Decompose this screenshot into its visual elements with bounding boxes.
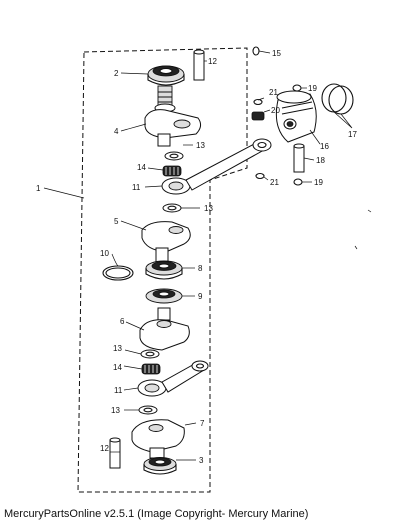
callout-5: 5: [114, 217, 119, 226]
thrust-washer-top: [253, 98, 263, 106]
o-ring: [102, 265, 134, 281]
callout-14-top: 14: [137, 163, 146, 172]
decor-mark-a: [367, 209, 372, 213]
callout-15: 15: [272, 49, 281, 58]
callout-1: 1: [36, 184, 41, 193]
needle-bearing-top: [162, 165, 182, 177]
crankshaft-web-middle: [141, 221, 191, 263]
crankshaft-bottom-section: [131, 419, 185, 459]
callout-2: 2: [114, 69, 119, 78]
piston-pin: [293, 143, 305, 173]
roller-pin-top: [193, 49, 205, 81]
callout-7: 7: [200, 419, 205, 428]
callout-8: 8: [198, 264, 203, 273]
image-caption: MercuryPartsOnline v2.5.1 (Image Copyrig…: [4, 508, 309, 520]
connecting-rod-bottom: [137, 360, 209, 397]
washer-13-d: [138, 405, 158, 415]
roller-pin-bottom: [109, 437, 121, 469]
washer-13-a: [164, 151, 184, 161]
washer-13-c: [140, 349, 160, 359]
washer-13-b: [162, 203, 182, 213]
needle-bearing-bottom: [141, 363, 161, 375]
callout-4: 4: [114, 127, 119, 136]
piston-pin-clip-bottom: [293, 178, 303, 186]
piston-pin-clip-top: [292, 84, 302, 92]
decor-mark-b: [354, 245, 358, 250]
callout-11-top: 11: [132, 183, 141, 192]
connecting-rod-top: [161, 138, 272, 195]
callout-13-a: 13: [196, 141, 205, 150]
seal-carrier: [145, 288, 183, 304]
callout-18: 18: [316, 156, 325, 165]
wrist-pin-bearing: [251, 111, 265, 121]
callout-19-bottom: 19: [314, 178, 323, 187]
callout-13-d: 13: [111, 406, 120, 415]
callout-3: 3: [199, 456, 204, 465]
callout-20: 20: [271, 106, 280, 115]
crankshaft-upper-section: [144, 85, 202, 147]
callout-6: 6: [120, 317, 125, 326]
callout-10: 10: [100, 249, 109, 258]
center-bearing: [145, 260, 183, 280]
callout-13-c: 13: [113, 344, 122, 353]
small-ring: [252, 46, 260, 56]
callout-21-bottom: 21: [270, 178, 279, 187]
callout-17: 17: [348, 130, 357, 139]
crankshaft-web-lower: [139, 307, 190, 351]
callout-14-bottom: 14: [113, 363, 122, 372]
piston-rings: [321, 83, 354, 115]
callout-13-b: 13: [204, 204, 213, 213]
leader-lines: [43, 50, 353, 461]
callout-12-bottom: 12: [100, 444, 109, 453]
thrust-washer-bottom: [255, 172, 265, 180]
callout-19-top: 19: [308, 84, 317, 93]
piston: [275, 90, 317, 143]
top-bearing: [147, 65, 185, 86]
callout-12-top: 12: [208, 57, 217, 66]
callout-9: 9: [198, 292, 203, 301]
bottom-bearing: [143, 457, 177, 475]
callout-11-bottom: 11: [114, 386, 123, 395]
callout-21-top: 21: [269, 88, 278, 97]
callout-16: 16: [320, 142, 329, 151]
